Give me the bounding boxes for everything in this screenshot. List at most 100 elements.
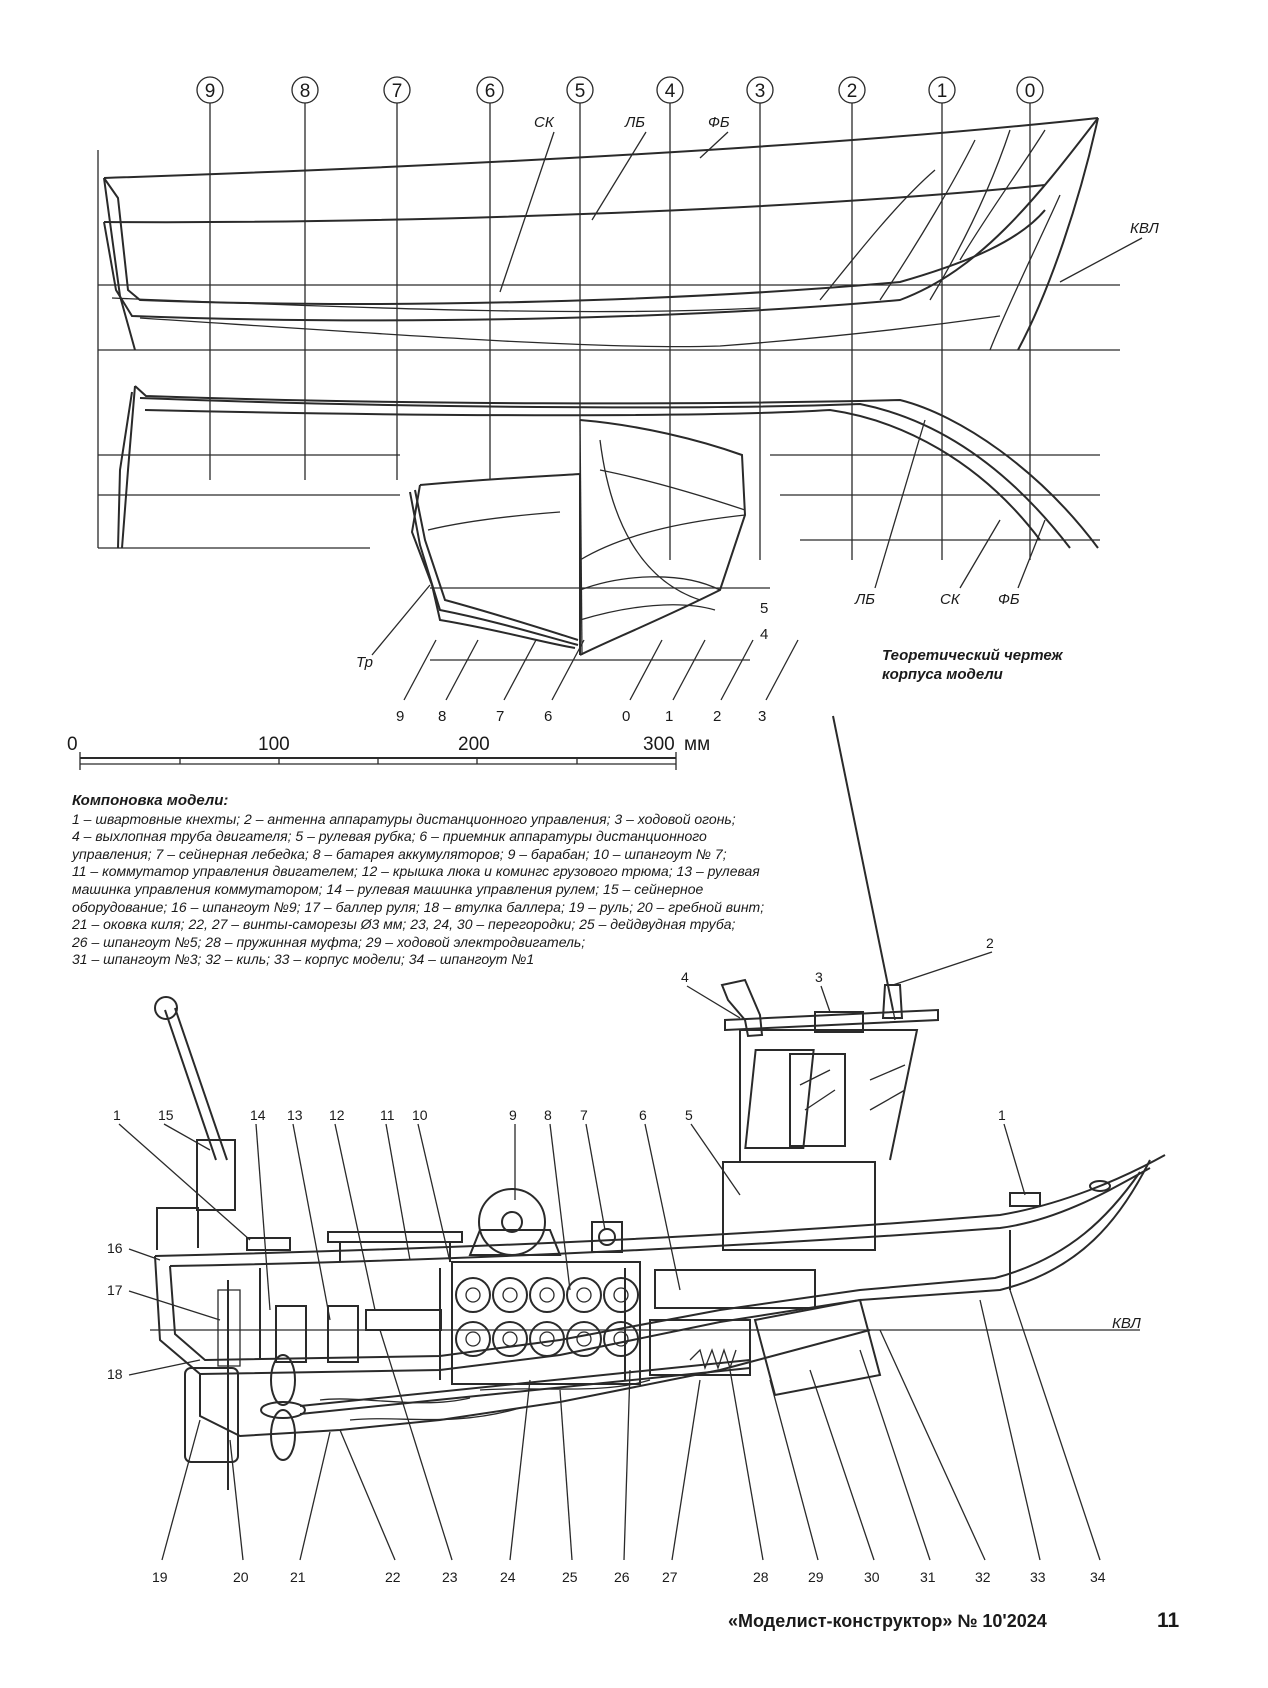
section-label-6: 6 (544, 708, 552, 725)
battery-cell (455, 1321, 491, 1357)
callout-25: 25 (562, 1569, 578, 1585)
callout-11: 11 (380, 1107, 395, 1123)
callout-leader-31 (859, 1349, 931, 1561)
callout-leader-33 (979, 1299, 1041, 1561)
callout-18: 18 (107, 1366, 123, 1382)
callout-17: 17 (107, 1282, 123, 1298)
section-label-right-4: 4 (760, 626, 768, 643)
callout-27: 27 (662, 1569, 678, 1585)
section-leader-8 (445, 639, 479, 701)
callout-21: 21 (290, 1569, 306, 1585)
callout-leader-1 (118, 1123, 251, 1241)
station-marker-2: 2 (847, 81, 858, 102)
battery-cell (455, 1277, 491, 1313)
legend-line-8: 26 – шпангоут №5; 28 – пружинная муфта; … (72, 933, 586, 950)
battery-cell (529, 1321, 565, 1357)
legend-line-9: 31 – шпангоут №3; 32 – киль; 33 – корпус… (72, 951, 535, 968)
callout-1: 1 (998, 1107, 1006, 1123)
section-leader-1 (672, 639, 706, 701)
section-leader-3 (765, 639, 799, 701)
callout-10: 10 (412, 1107, 428, 1123)
label-lb-bottom: ЛБ (854, 591, 875, 608)
callout-leader-30 (809, 1369, 875, 1561)
callout-leader-10 (417, 1123, 451, 1263)
callout-leader-8 (549, 1123, 571, 1291)
legend: Компоновка модели: 1 – швартовные кнехты… (72, 792, 922, 969)
battery-cell (603, 1321, 639, 1357)
section-label-2: 2 (713, 708, 721, 725)
scale-unit: мм (684, 734, 710, 755)
callout-leader-20 (229, 1439, 244, 1561)
section-label-7: 7 (496, 708, 504, 725)
callout-leader-32 (879, 1329, 986, 1561)
callout-16: 16 (107, 1240, 123, 1256)
callout-2: 2 (986, 935, 994, 951)
battery-cell-core (465, 1331, 481, 1347)
station-marker-8: 8 (300, 81, 311, 102)
station-circle-0 (1016, 76, 1044, 104)
station-marker-4: 4 (665, 81, 676, 102)
legend-line-5: машинка управления коммутатором; 14 – ру… (72, 880, 704, 897)
callout-1: 1 (113, 1107, 121, 1123)
callout-32: 32 (975, 1569, 991, 1585)
callout-leader-26 (623, 1369, 631, 1561)
section-label-9: 9 (396, 708, 404, 725)
station-circle-4 (656, 76, 684, 104)
callout-24: 24 (500, 1569, 516, 1585)
battery-cell-core (576, 1287, 592, 1303)
callout-leader-7 (585, 1123, 606, 1231)
callout-leader-19 (161, 1419, 201, 1561)
callout-20: 20 (233, 1569, 249, 1585)
battery-cell (566, 1277, 602, 1313)
callout-15: 15 (158, 1107, 174, 1123)
scale-tick-0: 0 (67, 734, 78, 755)
section-leader-9 (403, 639, 437, 701)
battery-cell-core (539, 1331, 555, 1347)
callout-28: 28 (753, 1569, 769, 1585)
callout-13: 13 (287, 1107, 303, 1123)
callout-29: 29 (808, 1569, 824, 1585)
legend-title: Компоновка модели: (72, 792, 229, 809)
caption-line-1: Теоретический чертеж (882, 647, 1063, 664)
callout-leader-22 (339, 1429, 396, 1561)
station-circle-6 (476, 76, 504, 104)
battery-cell-core (502, 1331, 518, 1347)
station-circle-1 (928, 76, 956, 104)
callout-23: 23 (442, 1569, 458, 1585)
callout-6: 6 (639, 1107, 647, 1123)
callout-30: 30 (864, 1569, 880, 1585)
callout-34: 34 (1090, 1569, 1106, 1585)
label-tr: Тр (356, 654, 373, 671)
station-circle-9 (196, 76, 224, 104)
callout-12: 12 (329, 1107, 345, 1123)
callout-22: 22 (385, 1569, 401, 1585)
callout-leader-6 (644, 1123, 681, 1291)
section-label-8: 8 (438, 708, 446, 725)
callout-leader-34 (1009, 1289, 1101, 1561)
section-leader-0 (629, 639, 663, 701)
label-sk: СК (534, 114, 555, 131)
callout-leader-25 (559, 1389, 573, 1561)
station-circle-3 (746, 76, 774, 104)
label-fb: ФБ (708, 114, 730, 131)
battery-cell-core (613, 1331, 629, 1347)
footer-magazine: «Моделист-конструктор» № 10'2024 (728, 1611, 1047, 1631)
callout-leader-28 (729, 1369, 764, 1561)
kvl-label: КВЛ (1112, 1315, 1142, 1332)
label-lb: ЛБ (624, 114, 645, 131)
station-circle-2 (838, 76, 866, 104)
footer-page-number: 11 (1157, 1609, 1180, 1632)
callout-leader-18 (128, 1359, 201, 1376)
section-leader-2 (720, 639, 754, 701)
callout-leader-15 (163, 1123, 211, 1151)
station-marker-0: 0 (1025, 81, 1036, 102)
battery-cell-core (576, 1331, 592, 1347)
theoretical-drawing-caption: Теоретический чертеж корпуса модели (882, 646, 1102, 684)
battery-cell (603, 1277, 639, 1313)
battery-cell (529, 1277, 565, 1313)
station-circle-7 (383, 76, 411, 104)
section-label-right-5: 5 (760, 600, 768, 617)
scale-tick-300: 300 (643, 734, 675, 755)
callout-leader-3 (820, 985, 831, 1013)
